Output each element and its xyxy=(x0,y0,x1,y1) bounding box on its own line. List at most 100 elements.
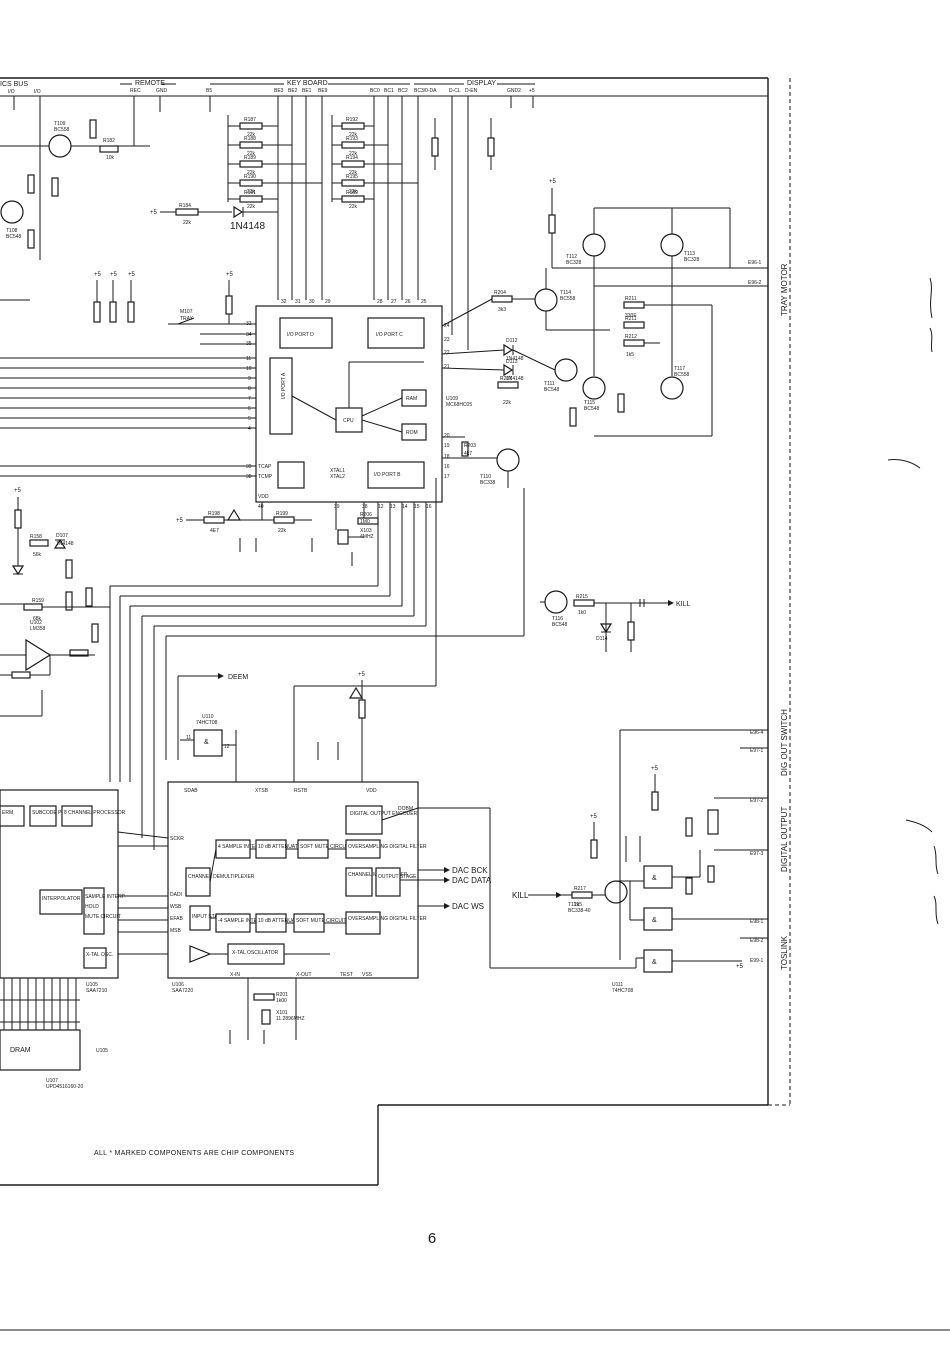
svg-text:BC548: BC548 xyxy=(552,622,568,628)
svg-text:X-TAL OSC.: X-TAL OSC. xyxy=(86,952,113,958)
svg-text:24: 24 xyxy=(444,323,450,329)
svg-text:R184: R184 xyxy=(179,203,191,209)
svg-text:22k: 22k xyxy=(247,151,256,157)
ic-u106: U106 SAA7220 SDAB XTSB RSTB VDD DOBM SCK… xyxy=(167,781,492,1044)
pin-io-1: I/O xyxy=(8,89,15,95)
u109-port-c: I/O PORT C xyxy=(376,332,403,338)
svg-text:22k: 22k xyxy=(247,132,256,138)
svg-text:R212: R212 xyxy=(625,334,637,340)
svg-text:-4 SAMPLE INTERPOLATOR: -4 SAMPLE INTERPOLATOR xyxy=(218,918,284,924)
svg-text:29: 29 xyxy=(325,299,331,305)
svg-text:39: 39 xyxy=(246,464,252,470)
svg-text:SOFT MUTE CIRCUIT: SOFT MUTE CIRCUIT xyxy=(296,918,346,924)
svg-text:R204: R204 xyxy=(494,290,506,296)
ic-u109: I/O PORT D I/O PORT C I/O PORT A CPU RAM… xyxy=(0,299,472,510)
svg-text:56k: 56k xyxy=(33,552,42,558)
svg-text:&: & xyxy=(652,875,657,882)
pin-bc0: BC0 xyxy=(370,88,380,94)
svg-text:1k5: 1k5 xyxy=(574,902,582,908)
diode-1n4148-label: 1N4148 xyxy=(230,221,265,232)
svg-text:38: 38 xyxy=(246,474,252,480)
svg-text:+5: +5 xyxy=(94,272,102,278)
svg-text:VDD: VDD xyxy=(366,788,377,794)
transistor-t110 xyxy=(496,448,520,472)
svg-text:330E: 330E xyxy=(625,313,637,319)
svg-text:40: 40 xyxy=(258,504,264,510)
svg-text:MSB: MSB xyxy=(170,928,182,934)
svg-text:BC328: BC328 xyxy=(684,257,700,263)
svg-text:12: 12 xyxy=(224,744,230,750)
svg-text:16: 16 xyxy=(426,504,432,510)
pin-gnd: GND xyxy=(156,88,168,94)
svg-text:18: 18 xyxy=(444,454,450,460)
transistor-t116 xyxy=(544,590,568,614)
transistor-t108 xyxy=(0,200,24,224)
svg-text:SOFT MUTE CIRCUIT: SOFT MUTE CIRCUIT xyxy=(300,844,350,850)
display-label: DISPLAY xyxy=(467,80,496,87)
svg-text:21: 21 xyxy=(444,364,450,370)
svg-text:19: 19 xyxy=(444,443,450,449)
audio-sense-section: +5 D107 1N4148 R158 56k R159 68k U102 LM… xyxy=(0,488,110,717)
keyboard-resistor-network: R187 22k R188 22k R189 22k R190 22k R191… xyxy=(150,115,418,232)
svg-text:D107: D107 xyxy=(56,533,68,539)
svg-text:R215: R215 xyxy=(576,594,588,600)
svg-text:10 dB ATTENUATOR: 10 dB ATTENUATOR xyxy=(258,844,306,850)
svg-text:E99-1: E99-1 xyxy=(750,958,764,964)
svg-text:&: & xyxy=(652,917,657,924)
pin-bc3: BC3/0-DA xyxy=(414,88,437,94)
svg-text:T110: T110 xyxy=(480,474,491,480)
svg-text:DADI: DADI xyxy=(170,892,182,898)
svg-text:32: 32 xyxy=(281,299,287,305)
svg-text:R158: R158 xyxy=(30,534,42,540)
svg-text:BC548: BC548 xyxy=(544,387,560,393)
sheet-frame xyxy=(0,77,950,1331)
svg-text:DOBM: DOBM xyxy=(398,806,413,812)
svg-text:SDAB: SDAB xyxy=(184,788,198,794)
svg-text:17: 17 xyxy=(444,474,450,480)
svg-text:BC338: BC338 xyxy=(480,480,496,486)
transistor-t112 xyxy=(582,233,606,257)
svg-text:R190: R190 xyxy=(244,174,256,180)
svg-text:X-OUT: X-OUT xyxy=(296,972,312,978)
svg-text:23: 23 xyxy=(444,337,450,343)
u109-port-a: I/O PORT A xyxy=(281,372,287,399)
pin-plus5: +5 xyxy=(529,88,535,94)
svg-text:22k: 22k xyxy=(349,170,358,176)
svg-text:BC328: BC328 xyxy=(566,260,582,266)
svg-text:X101: X101 xyxy=(276,1010,288,1016)
toslink-label: TOSLINK xyxy=(780,935,789,970)
svg-text:30: 30 xyxy=(309,299,315,305)
svg-text:E97-2: E97-2 xyxy=(750,798,764,804)
svg-text:1k5: 1k5 xyxy=(626,352,634,358)
svg-text:9: 9 xyxy=(248,376,251,382)
svg-text:3k3: 3k3 xyxy=(498,307,506,313)
pin-io-2: I/O xyxy=(34,89,41,95)
svg-text:+5: +5 xyxy=(651,766,659,772)
svg-text:+5: +5 xyxy=(736,964,744,970)
ic-u107: DRAM U107 UPD4516160-20 xyxy=(0,978,83,1090)
svg-text:T116: T116 xyxy=(552,616,563,622)
scan-marks xyxy=(887,277,939,925)
pin-bc1: BC1 xyxy=(384,88,394,94)
svg-text:R189: R189 xyxy=(244,155,256,161)
kill-output-signal: KILL xyxy=(676,601,691,608)
svg-text:R192: R192 xyxy=(346,117,358,123)
svg-text:1N4148: 1N4148 xyxy=(506,356,524,362)
svg-text:OUTPUT STAGE: OUTPUT STAGE xyxy=(378,874,417,880)
svg-text:VDD: VDD xyxy=(258,494,269,500)
pin-be2: BE2 xyxy=(288,88,298,94)
svg-text:BC558: BC558 xyxy=(560,296,576,302)
svg-text:4k7: 4k7 xyxy=(464,451,472,457)
svg-text:20: 20 xyxy=(444,433,450,439)
t108-ref: T108 xyxy=(6,228,18,234)
bus-label: ICS BUS xyxy=(0,81,28,88)
transistor-t117 xyxy=(660,376,684,400)
keyboard-label: KEY BOARD xyxy=(287,80,328,87)
opamp-u102 xyxy=(25,638,52,672)
svg-text:4MHZ: 4MHZ xyxy=(360,534,374,540)
svg-text:T112: T112 xyxy=(566,254,577,260)
svg-text:X103: X103 xyxy=(360,528,372,534)
svg-text:ERM: ERM xyxy=(2,810,13,816)
svg-text:MUTE CIRCUIT: MUTE CIRCUIT xyxy=(85,914,121,920)
